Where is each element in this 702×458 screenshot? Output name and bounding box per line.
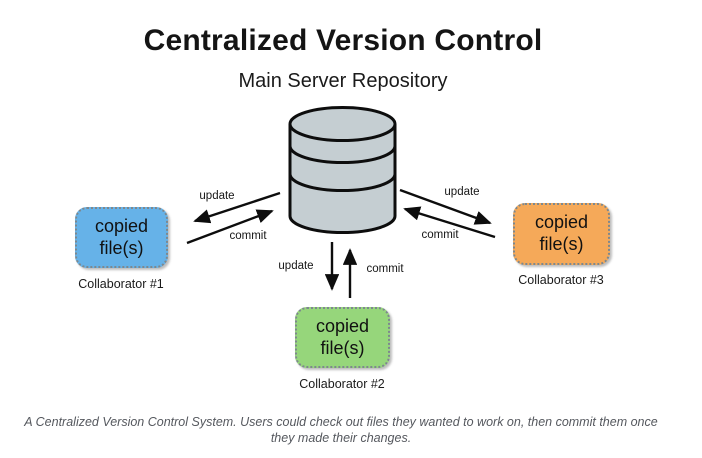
commit-arrow-label: commit <box>229 230 267 242</box>
arrow-commit-collaborator1 <box>186 209 274 245</box>
arrow-update-collaborator3 <box>399 188 492 225</box>
copied-files-box-collaborator2: copied file(s) <box>295 307 390 368</box>
commit-arrow-label: commit <box>366 263 404 275</box>
collaborator2-label: Collaborator #2 <box>299 377 385 391</box>
arrow-commit-collaborator3 <box>403 206 496 239</box>
copied-files-label: copied file(s) <box>315 315 370 358</box>
copied-files-label: copied file(s) <box>534 212 589 254</box>
commit-arrow-label: commit <box>421 229 459 241</box>
figure-caption: A Centralized Version Control System. Us… <box>24 415 658 445</box>
arrow-update-collaborator1 <box>193 191 281 224</box>
update-arrow-label: update <box>444 186 480 198</box>
server-repository-label: Main Server Repository <box>238 70 448 92</box>
collaborator1-label: Collaborator #1 <box>78 277 164 291</box>
collaborator3-label: Collaborator #3 <box>518 273 604 287</box>
update-arrow-label: update <box>278 260 314 272</box>
database-cylinder-icon <box>288 106 397 234</box>
page-title: Centralized Version Control <box>143 24 543 57</box>
update-arrow-label: update <box>199 190 235 202</box>
copied-files-box-collaborator1: copied file(s) <box>75 207 168 268</box>
copied-files-box-collaborator3: copied file(s) <box>513 203 610 265</box>
copied-files-label: copied file(s) <box>94 215 149 258</box>
